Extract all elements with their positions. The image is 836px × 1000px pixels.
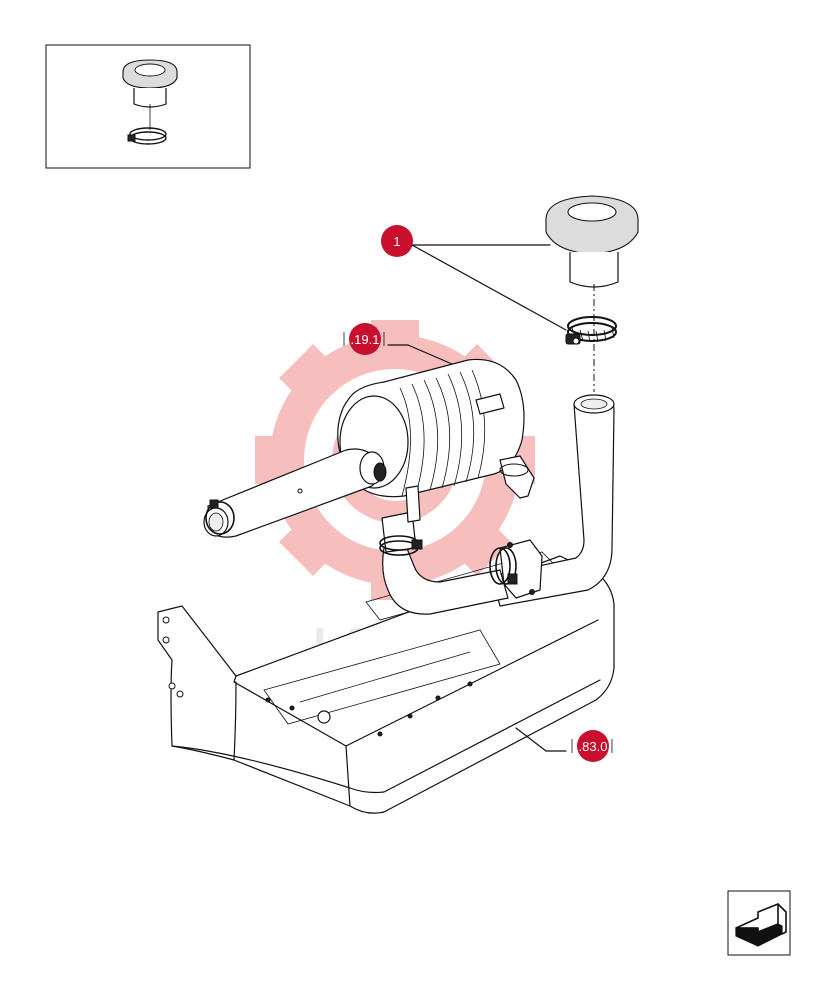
callout-part-1[interactable]: 1 <box>381 225 413 257</box>
leader-lines <box>387 244 567 752</box>
connecting-hose <box>379 511 543 615</box>
arrow-right-icon <box>735 903 787 947</box>
callout-ref-19[interactable]: .19.1 <box>343 323 385 355</box>
inset-view <box>45 44 251 169</box>
hose-clamp <box>565 316 617 345</box>
mounting-tray <box>157 551 615 814</box>
inset-hose-clamp <box>127 127 167 145</box>
outlet-tube <box>203 448 387 538</box>
intake-pipe <box>491 394 615 607</box>
filter-ribs <box>399 369 486 497</box>
callout-ref-19-label: .19.1 <box>351 332 380 347</box>
callout-ref-83[interactable]: .83.0 <box>571 730 613 762</box>
next-page-button[interactable] <box>727 890 791 956</box>
callout-ref-83-label: .83.0 <box>579 739 608 754</box>
inset-precleaner-cap <box>122 59 178 130</box>
precleaner-cap <box>545 195 639 288</box>
callout-part-1-label: 1 <box>393 234 400 249</box>
